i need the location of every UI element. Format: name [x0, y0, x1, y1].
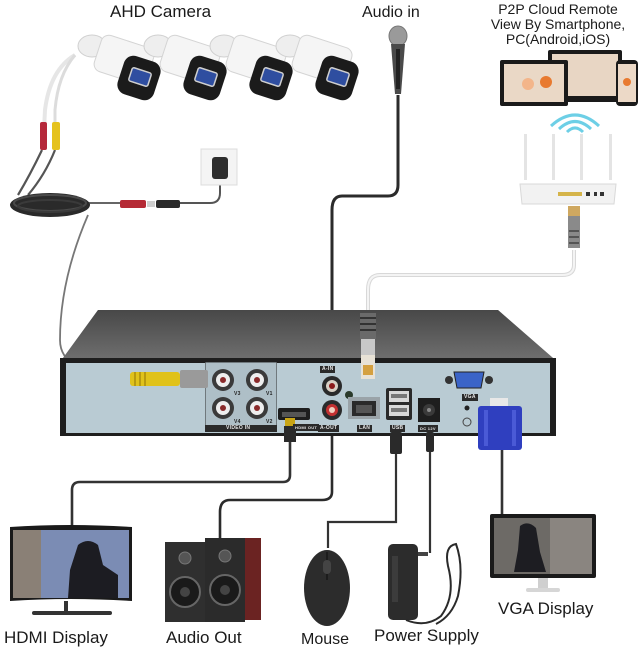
- port-label-v4: V4: [234, 419, 241, 425]
- port-label-usb: USB: [390, 425, 406, 432]
- audio-out-cable: [218, 430, 334, 540]
- bnc-plug-yellow: [130, 370, 208, 388]
- microphone-icon: [388, 25, 408, 94]
- vga-port: [445, 371, 493, 389]
- port-label-lan: LAN: [357, 425, 373, 432]
- coil-lead-cable: [17, 149, 43, 196]
- wall-outlet-adapter: [200, 148, 238, 186]
- label-remote-view: P2P Cloud Remote View By Smartphone, PC(…: [476, 2, 640, 47]
- wall-adapter-cable: [180, 185, 221, 204]
- hdmi-cable: [70, 440, 292, 528]
- hdmi-display-icon: [10, 525, 132, 615]
- label-remote-view-line-3: PC(Android,iOS): [505, 31, 611, 47]
- video-in-panel: [205, 362, 277, 432]
- port-label-video-in: VIDEO IN: [226, 425, 251, 431]
- power-supply-icon: [388, 542, 462, 625]
- remote-view-devices: [500, 50, 638, 106]
- vga-display-icon: [490, 514, 596, 592]
- port-label-hdmi: HDMI OUT: [293, 424, 320, 431]
- wifi-signal-icon: [549, 113, 601, 134]
- bnc-port-v1: [246, 369, 268, 391]
- dc-power-plug: [426, 432, 434, 452]
- bnc-port-v4: [212, 397, 234, 419]
- label-audio-in: Audio in: [362, 4, 420, 21]
- port-label-v1: V1: [266, 391, 273, 397]
- label-remote-view-line-2: View By Smartphone,: [490, 16, 626, 32]
- label-ahd-camera: AHD Camera: [110, 2, 212, 21]
- port-label-power: DC 12V: [418, 425, 438, 432]
- vga-plug: [478, 398, 522, 450]
- dvr-body: [60, 310, 556, 436]
- label-power-supply: Power Supply: [374, 626, 479, 645]
- rca-bnc-connectors: [40, 122, 60, 150]
- mouse-icon: [304, 550, 350, 626]
- lan-plug: [360, 313, 376, 379]
- port-label-audio-out: A-OUT: [318, 425, 340, 432]
- port-label-audio-in: A-IN: [320, 366, 336, 373]
- audio-in-jack: [322, 376, 342, 396]
- audio-out-jack: [322, 400, 342, 420]
- port-label-v3: V3: [234, 391, 241, 397]
- usb-ports: [386, 388, 412, 420]
- hdmi-port: [278, 408, 310, 442]
- label-mouse: Mouse: [301, 631, 350, 648]
- camera-pigtail-cable: [42, 53, 77, 131]
- label-remote-view-line-1: P2P Cloud Remote: [498, 1, 618, 17]
- lan-cable-outline: [367, 250, 575, 315]
- dc-barrel-connector: [120, 200, 180, 208]
- port-label-vga: VGA: [462, 394, 478, 401]
- microphone-cable: [330, 95, 400, 365]
- label-audio-out: Audio Out: [166, 628, 242, 647]
- usb-plug: [390, 432, 402, 454]
- router-icon: [519, 134, 617, 248]
- label-hdmi-display: HDMI Display: [4, 628, 108, 647]
- camera-1: [77, 34, 161, 101]
- reset-button: [462, 405, 472, 427]
- mouse-cable: [326, 450, 398, 548]
- port-label-v2: V2: [266, 419, 273, 425]
- camera-4: [275, 34, 359, 101]
- speakers-icon: [165, 538, 261, 622]
- camera-pigtail-cable-2: [53, 54, 77, 130]
- cable-coil: [10, 193, 90, 217]
- coil-lead-cable-2: [27, 149, 57, 196]
- dc-power-port: [418, 398, 440, 422]
- lan-cable: [366, 250, 576, 315]
- bnc-port-v3: [212, 369, 234, 391]
- bnc-port-v2: [246, 397, 268, 419]
- lan-port: [348, 397, 380, 419]
- camera-2: [143, 34, 227, 101]
- label-vga-display: VGA Display: [498, 599, 594, 618]
- camera-3: [209, 34, 293, 101]
